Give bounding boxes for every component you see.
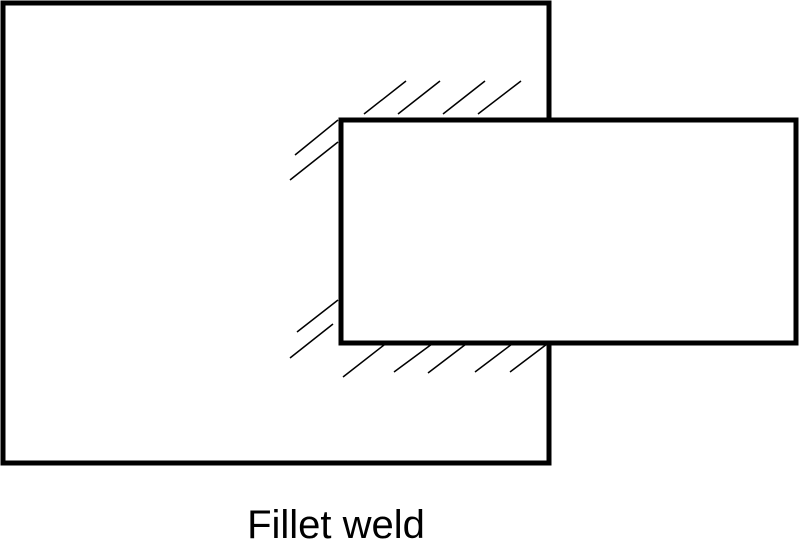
attached-member bbox=[338, 117, 799, 346]
weld-hatching-bottom bbox=[289, 299, 552, 378]
diagram-caption: Fillet weld bbox=[247, 503, 425, 547]
weld-hatching-top bbox=[289, 80, 522, 181]
